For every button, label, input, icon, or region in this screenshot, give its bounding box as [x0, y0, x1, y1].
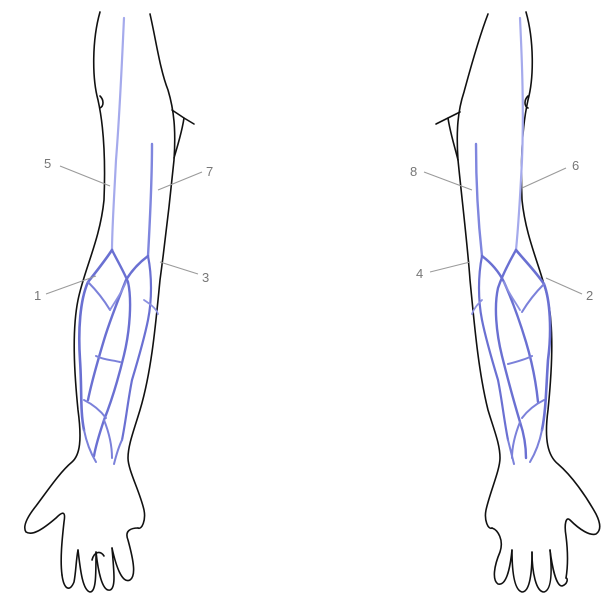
- right-callout-2: 2: [546, 278, 593, 303]
- svg-text:2: 2: [586, 288, 593, 303]
- left-callout-1: 1: [34, 276, 96, 303]
- right-callout-6: 6: [522, 158, 579, 188]
- right-arm: 8 6 4 2: [410, 12, 600, 592]
- svg-text:3: 3: [202, 270, 209, 285]
- svg-text:8: 8: [410, 164, 417, 179]
- svg-text:4: 4: [416, 266, 423, 281]
- svg-text:1: 1: [34, 288, 41, 303]
- svg-text:6: 6: [572, 158, 579, 173]
- svg-text:5: 5: [44, 156, 51, 171]
- left-callout-7: 7: [158, 164, 213, 190]
- left-arm-outline: [25, 12, 175, 592]
- right-callout-4: 4: [416, 262, 470, 281]
- left-callout-5: 5: [44, 156, 110, 186]
- left-arm-veins: [79, 18, 158, 464]
- left-arm: 5 7 1 3: [25, 12, 214, 592]
- right-arm-veins: [472, 18, 550, 464]
- arrow-up-left-icon: [436, 112, 460, 160]
- left-callout-3: 3: [160, 262, 209, 285]
- svg-text:7: 7: [206, 164, 213, 179]
- right-callout-8: 8: [410, 164, 472, 190]
